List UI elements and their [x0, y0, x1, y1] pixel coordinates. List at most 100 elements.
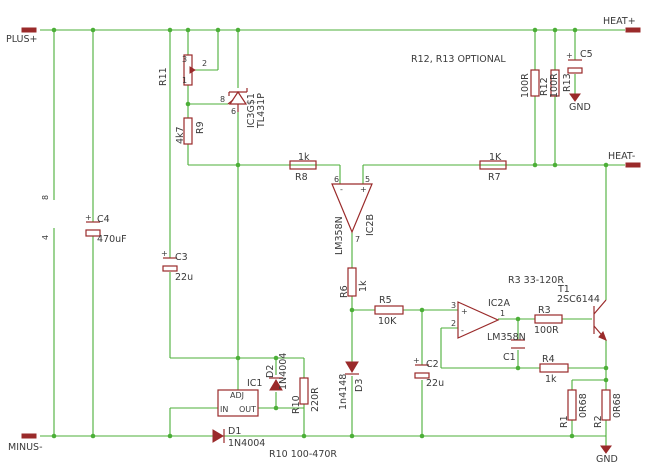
c5-name-label: C5 [580, 49, 593, 60]
r7-resistor-symbol [479, 160, 507, 170]
d2-diode-symbol [269, 377, 283, 391]
d1-name-label: D1 [228, 426, 241, 437]
ic3-pin8-label: 8 [220, 95, 225, 104]
r6-resistor-symbol [347, 267, 357, 297]
heat-minus-net-flag [625, 162, 641, 168]
c2-capacitor-symbol: + [413, 356, 430, 379]
r12-value-label: 100R [549, 73, 560, 98]
c4-capacitor-symbol: + [85, 213, 101, 237]
note-r10-range: R10 100-470R [269, 449, 337, 460]
note-r3-range: R3 33-120R [508, 275, 564, 286]
c1-name-label: C1 [503, 352, 516, 363]
r6-name-label: R6 [339, 285, 350, 298]
junction-dots [51, 27, 609, 439]
note-optional: R12, R13 OPTIONAL [411, 54, 506, 65]
pin-8-label: 8 [41, 195, 50, 200]
ic1-adj-label: ADJ [230, 391, 244, 400]
ic3-tl431-symbol [227, 88, 248, 112]
ic2b-pin5-label: 5 [365, 175, 370, 184]
svg-text:+: + [566, 51, 573, 60]
ic2a-pin2-label: 2 [451, 319, 456, 328]
svg-text:+: + [413, 356, 420, 365]
r3-value-label: 100R [534, 325, 559, 336]
net-heat-minus-label: HEAT- [608, 151, 635, 162]
r11-pin2-label: 2 [202, 59, 207, 68]
minus-net-flag [21, 433, 37, 439]
d3-part-label: 1n4148 [338, 374, 349, 410]
r5-value-label: 10K [378, 316, 397, 327]
r1-value-label: 0R68 [578, 393, 589, 418]
ic2a-part-label: LM358N [487, 332, 526, 343]
r13-resistor-symbol [550, 69, 560, 97]
c4-name-label: C4 [97, 214, 110, 225]
net-minus-label: MINUS- [8, 442, 43, 453]
r10-name-label: R10 [291, 395, 302, 414]
svg-text:-: - [461, 326, 464, 335]
ic2b-part-label: LM358N [334, 216, 345, 255]
r13-name-label: R13 [562, 73, 573, 92]
c3-value-label: 22u [175, 272, 193, 283]
r11-potentiometer-symbol [183, 54, 196, 86]
r4-value-label: 1k [545, 374, 557, 385]
ic1-name-label: IC1 [247, 378, 262, 389]
ic2b-pin7-label: 7 [355, 235, 360, 244]
gnd-top-label: GND [569, 102, 591, 113]
r12-side-value-label: 100R [520, 73, 531, 98]
d3-name-label: D3 [354, 379, 365, 392]
gnd-top-symbol [569, 93, 581, 102]
r4-resistor-symbol [539, 363, 569, 373]
ic2a-opamp-symbol: + - [457, 301, 500, 339]
d2-part-label: 1N4004 [278, 353, 289, 390]
t1-name-label: T1 [557, 284, 570, 295]
r7-value-label: 1K [489, 152, 502, 163]
d3-diode-symbol [345, 361, 359, 375]
svg-text:+: + [461, 307, 468, 316]
r3-resistor-symbol [534, 314, 563, 324]
d1-part-label: 1N4004 [228, 438, 265, 449]
r2-resistor-symbol [601, 389, 611, 421]
ic2b-pin6-label: 6 [334, 175, 339, 184]
ic2a-pin1-label: 1 [500, 309, 505, 318]
r11-name-label: R11 [158, 67, 169, 86]
r1-name-label: R1 [559, 415, 570, 428]
ic1-in-label: IN [220, 405, 228, 414]
svg-text:+: + [161, 249, 168, 258]
d1-diode-symbol [212, 429, 225, 443]
r8-value-label: 1k [298, 152, 310, 163]
c4-value-label: 470uF [97, 234, 127, 245]
r2-value-label: 0R68 [612, 393, 623, 418]
r9-resistor-symbol [183, 117, 193, 145]
ic1-regulator-symbol [217, 389, 259, 417]
ic3-name-label: IC3G$1 [246, 93, 257, 128]
r8-resistor-symbol [289, 160, 317, 170]
heat-plus-net-flag [625, 27, 641, 33]
pin-4-label: 4 [41, 235, 50, 240]
c2-value-label: 22u [426, 378, 444, 389]
r5-resistor-symbol [374, 305, 404, 315]
wires [40, 29, 625, 446]
ic3-part-label: TL431P [256, 93, 267, 129]
svg-text:-: - [340, 185, 343, 194]
r9-name-label: R9 [195, 121, 206, 134]
net-heat-plus-label: HEAT+ [603, 16, 636, 27]
r3-name-label: R3 [538, 305, 551, 316]
gnd-bottom-symbol [600, 445, 612, 454]
ic2b-name-label: IC2B [365, 214, 376, 236]
r5-name-label: R5 [379, 295, 392, 306]
r4-name-label: R4 [542, 354, 555, 365]
r2-name-label: R2 [593, 415, 604, 428]
ic2b-opamp-symbol: - + [331, 183, 373, 234]
r12-name-label: R12 [539, 77, 550, 96]
t1-transistor-symbol [593, 299, 607, 341]
c3-capacitor-symbol: + [161, 249, 178, 272]
ic3-pin6-label: 6 [231, 107, 236, 116]
r7-name-label: R7 [488, 172, 501, 183]
d2-name-label: D2 [265, 365, 276, 378]
c1-capacitor-symbol [511, 339, 525, 349]
gnd-bottom-label: GND [596, 454, 618, 465]
r12-resistor-symbol [530, 69, 540, 97]
ic1-out-label: OUT [239, 405, 256, 414]
ic2a-pin3-label: 3 [451, 301, 456, 310]
